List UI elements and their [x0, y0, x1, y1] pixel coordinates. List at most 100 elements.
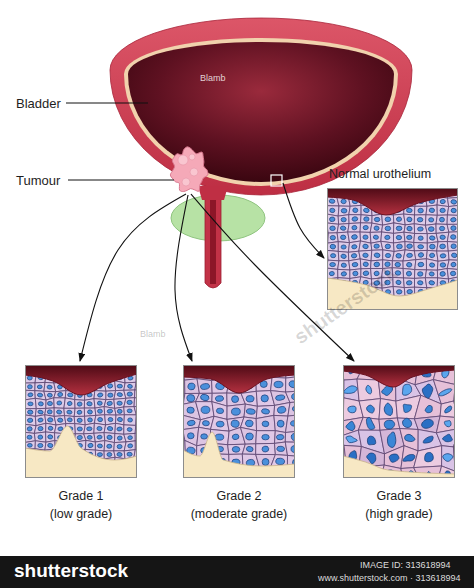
cell-nucleus: [108, 393, 113, 397]
cell-nucleus: [418, 252, 424, 258]
cell-nucleus: [27, 435, 32, 439]
cell-nucleus: [425, 452, 434, 461]
cell-nucleus: [187, 394, 195, 402]
cell-nucleus: [261, 408, 270, 414]
connector-arrow: [283, 183, 324, 258]
cell-nucleus: [451, 244, 456, 249]
cell-nucleus: [341, 263, 347, 268]
cell-body: [361, 215, 373, 223]
cell-body: [84, 399, 95, 408]
cell-body: [124, 433, 136, 442]
cell-nucleus: [330, 254, 335, 258]
cell-nucleus: [351, 253, 357, 258]
cell-nucleus: [187, 382, 195, 390]
cell-nucleus: [374, 217, 380, 221]
cell-nucleus: [28, 402, 33, 406]
connector-arrow: [191, 194, 354, 361]
cell-nucleus: [363, 208, 370, 213]
cell-nucleus: [201, 406, 210, 413]
cell-nucleus: [352, 216, 358, 221]
cell-nucleus: [276, 434, 284, 440]
cell-nucleus: [429, 263, 435, 268]
cell-body: [425, 270, 437, 278]
cell-nucleus: [97, 392, 103, 397]
cell-nucleus: [428, 217, 434, 222]
cell-nucleus: [451, 262, 457, 267]
cell-body: [25, 398, 36, 408]
node-label: Normal urothelium: [329, 167, 431, 182]
cell-body: [437, 205, 449, 215]
cell-nucleus: [450, 217, 456, 222]
cell-nucleus: [430, 244, 436, 249]
watermark: Blamb: [200, 74, 226, 84]
cell-nucleus: [246, 446, 254, 453]
cell-nucleus: [340, 235, 346, 240]
cell-body: [84, 408, 95, 416]
cell-body: [338, 269, 350, 278]
cell-nucleus: [97, 401, 102, 406]
cell-body: [327, 223, 339, 233]
cell-nucleus: [37, 385, 42, 389]
cell-nucleus: [107, 435, 113, 440]
cell-nucleus: [395, 262, 401, 267]
cell-nucleus: [246, 395, 254, 402]
cell-body: [338, 215, 349, 225]
cell-nucleus: [108, 417, 113, 422]
cell-body: [447, 260, 458, 270]
cell-nucleus: [262, 446, 270, 453]
cell-nucleus: [440, 254, 446, 259]
cell-nucleus: [37, 393, 43, 398]
cell-nucleus: [117, 452, 123, 457]
cell-nucleus: [353, 271, 359, 276]
cell-nucleus: [451, 253, 457, 258]
cell-nucleus: [262, 434, 269, 439]
cell-nucleus: [340, 226, 346, 231]
cell-body: [104, 423, 115, 433]
cell-nucleus: [352, 225, 357, 230]
cell-body: [447, 205, 458, 215]
node-shape: [168, 145, 210, 195]
cell-body: [286, 415, 296, 433]
lamina-propria: [343, 456, 455, 478]
footer-bar: [0, 556, 474, 588]
cell-nucleus: [277, 420, 285, 428]
cell-body: [256, 415, 275, 430]
cell-nucleus: [231, 408, 240, 415]
cell-body: [256, 431, 275, 444]
tumour-lobe: [178, 155, 188, 165]
cell-body: [54, 391, 66, 398]
cell-body: [95, 407, 105, 416]
cell-nucleus: [403, 454, 415, 461]
cell-body: [285, 431, 295, 443]
node-shape: [25, 365, 137, 478]
cell-nucleus: [403, 404, 411, 412]
cell-body: [338, 251, 349, 260]
cell-body: [241, 427, 257, 444]
node-label: Grade 1: [0, 489, 166, 504]
cell-nucleus: [107, 383, 113, 388]
cell-nucleus: [67, 393, 73, 397]
cell-nucleus: [58, 427, 64, 432]
cell-nucleus: [117, 444, 122, 448]
tissue-panel: Grade 2(moderate grade): [183, 365, 295, 478]
cell-nucleus: [341, 254, 347, 259]
cell-nucleus: [418, 244, 424, 249]
cell-nucleus: [330, 226, 336, 231]
cell-nucleus: [363, 235, 368, 240]
cell-nucleus: [27, 418, 33, 423]
cell-nucleus: [187, 407, 195, 414]
leader-line: [68, 180, 174, 181]
cell-nucleus: [117, 409, 122, 414]
leader-line: [66, 103, 148, 104]
cell-nucleus: [261, 395, 269, 402]
cell-nucleus: [87, 435, 92, 439]
cell-body: [46, 398, 54, 409]
cell-body: [64, 398, 75, 408]
cell-nucleus: [127, 384, 133, 389]
cell-nucleus: [37, 410, 43, 415]
cell-nucleus: [38, 443, 43, 447]
cell-nucleus: [341, 199, 346, 204]
cell-nucleus: [277, 406, 287, 414]
urethra-lumen: [210, 192, 216, 284]
